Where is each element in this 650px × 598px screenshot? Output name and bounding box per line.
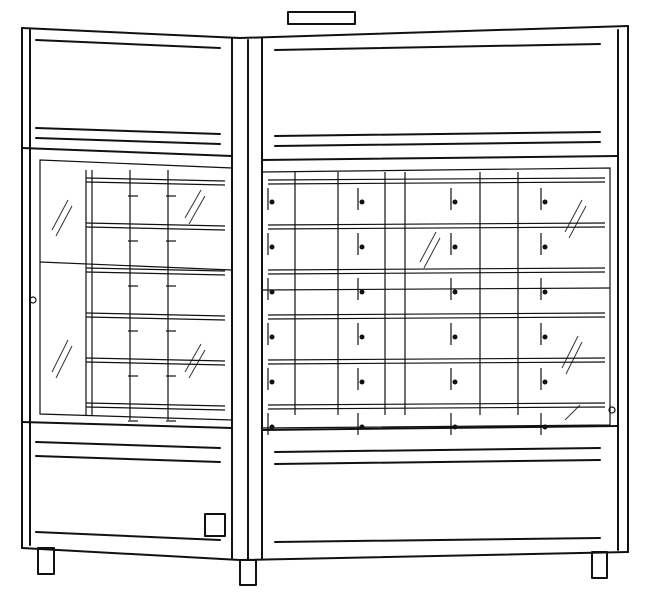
leg: [239, 559, 257, 586]
spit: [267, 316, 606, 320]
spit-clip: [359, 289, 365, 295]
spit-clip: [542, 379, 548, 385]
upper-panels: [21, 39, 619, 161]
spit-clip: [269, 199, 275, 205]
spit: [267, 177, 606, 181]
center-post: [231, 37, 263, 561]
spit-clip: [269, 244, 275, 250]
top-vent-box: [287, 11, 356, 25]
spit: [267, 361, 606, 365]
spit-clip: [269, 379, 275, 385]
legs: [37, 547, 608, 586]
leg: [37, 547, 55, 575]
spit: [85, 402, 226, 407]
spit: [267, 267, 606, 271]
spit: [85, 357, 226, 362]
spit-clip: [542, 199, 548, 205]
spit-clip: [452, 379, 458, 385]
left-spit-rows: [85, 177, 226, 422]
spit: [267, 402, 606, 406]
spit-clip: [359, 334, 365, 340]
spit-clip: [359, 424, 365, 430]
spit: [267, 312, 606, 316]
lower-panels: [21, 421, 619, 543]
spit-clip: [452, 199, 458, 205]
spit-clip: [269, 289, 275, 295]
spit-clip: [542, 334, 548, 340]
spit: [85, 312, 226, 317]
spit: [267, 357, 606, 361]
right-spits: [267, 172, 606, 435]
spit-clip: [359, 199, 365, 205]
right-spit-rows: [267, 177, 606, 435]
right-glass-door: [261, 167, 616, 429]
door-handle: [29, 296, 37, 304]
spit: [267, 181, 606, 185]
spit-clip: [269, 424, 275, 430]
spit: [85, 226, 226, 231]
spit: [85, 177, 226, 182]
spit-clip: [542, 289, 548, 295]
cabinet-outline: [21, 25, 629, 561]
spit: [267, 271, 606, 275]
spit-clip: [452, 334, 458, 340]
spit: [85, 271, 226, 276]
left-spits: [85, 170, 226, 422]
spit-clip: [359, 244, 365, 250]
spit-clip: [269, 334, 275, 340]
spit-clip: [542, 424, 548, 430]
spit: [85, 267, 226, 272]
leg: [591, 551, 608, 579]
spit: [85, 181, 226, 186]
spit: [267, 226, 606, 230]
spit: [85, 316, 226, 321]
left-glass-door: [29, 159, 233, 421]
spit: [85, 361, 226, 366]
door-handle: [608, 406, 616, 414]
spit-clip: [452, 289, 458, 295]
spit: [85, 406, 226, 411]
spit-clip: [452, 244, 458, 250]
spit: [85, 222, 226, 227]
spit-clip: [452, 424, 458, 430]
control-box: [204, 513, 226, 537]
spit-clip: [359, 379, 365, 385]
spit-clip: [542, 244, 548, 250]
spit: [267, 222, 606, 226]
spit: [267, 406, 606, 410]
